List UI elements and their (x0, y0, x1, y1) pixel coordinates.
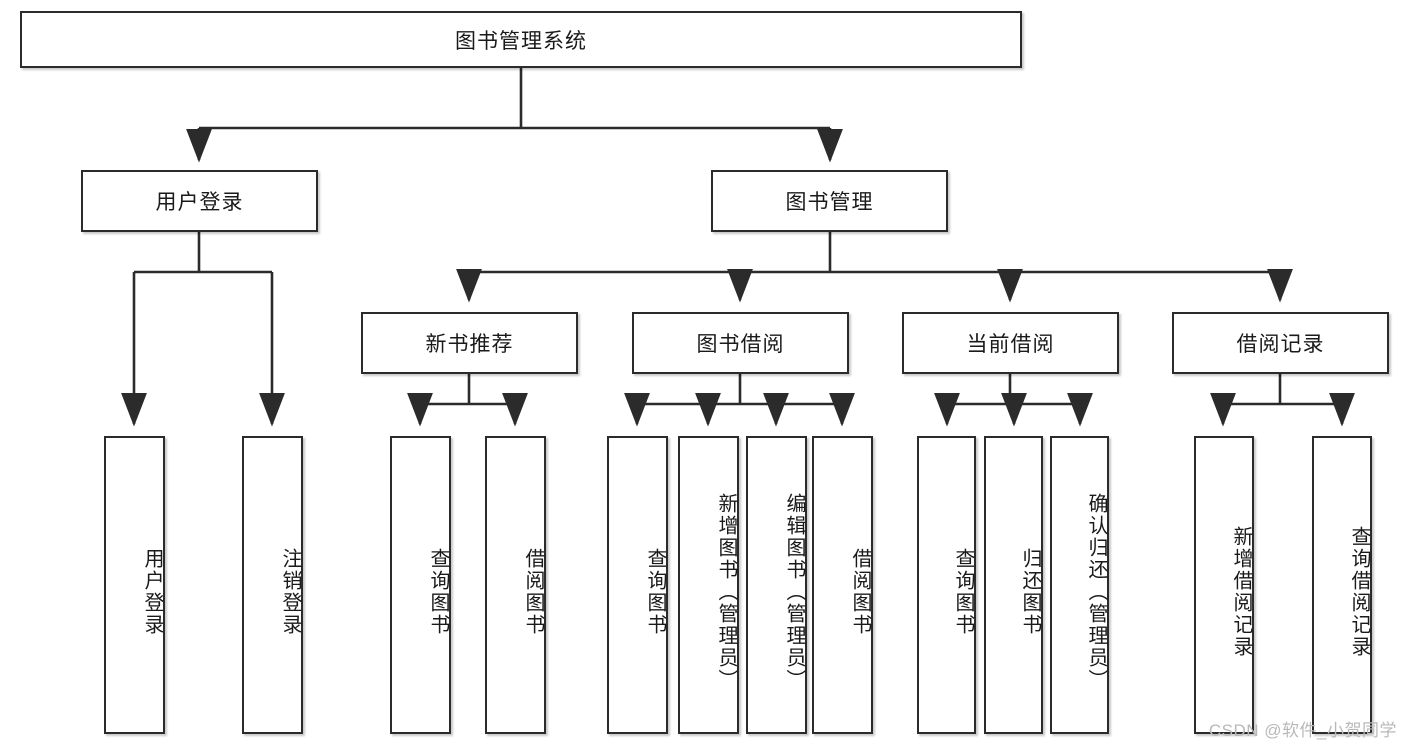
leaf-query-book-borrow-label: 查询图书 (644, 548, 666, 636)
leaf-borrow-book-rec[interactable]: 借阅图书 (485, 436, 546, 734)
leaf-edit-book-admin-label: 编辑图书（管理员） (783, 493, 805, 691)
node-current-borrow[interactable]: 当前借阅 (902, 312, 1119, 374)
leaf-logout-label: 注销登录 (279, 548, 301, 636)
leaf-confirm-return-admin[interactable]: 确认归还（管理员） (1050, 436, 1109, 734)
leaf-user-login[interactable]: 用户登录 (104, 436, 165, 734)
leaf-logout[interactable]: 注销登录 (242, 436, 303, 734)
leaf-query-book-rec-label: 查询图书 (427, 548, 449, 636)
node-current-borrow-label: 当前借阅 (966, 333, 1055, 356)
leaf-edit-book-admin[interactable]: 编辑图书（管理员） (746, 436, 807, 734)
leaf-query-book-current-label: 查询图书 (952, 548, 974, 636)
leaf-borrow-book-label: 借阅图书 (849, 548, 871, 636)
leaf-add-borrow-record-label: 新增借阅记录 (1230, 526, 1252, 658)
node-new-book-recommend-label: 新书推荐 (425, 333, 514, 356)
leaf-query-book-rec[interactable]: 查询图书 (390, 436, 451, 734)
node-borrow-record-label: 借阅记录 (1236, 333, 1325, 356)
node-book-management[interactable]: 图书管理 (711, 170, 948, 232)
leaf-return-book[interactable]: 归还图书 (984, 436, 1043, 734)
leaf-query-book-current[interactable]: 查询图书 (917, 436, 976, 734)
leaf-add-book-admin[interactable]: 新增图书（管理员） (678, 436, 739, 734)
node-book-borrow[interactable]: 图书借阅 (632, 312, 849, 374)
leaf-return-book-label: 归还图书 (1019, 548, 1041, 636)
leaf-query-borrow-record-label: 查询借阅记录 (1348, 526, 1370, 658)
node-user-login[interactable]: 用户登录 (81, 170, 318, 232)
node-new-book-recommend[interactable]: 新书推荐 (361, 312, 578, 374)
leaf-add-borrow-record[interactable]: 新增借阅记录 (1194, 436, 1254, 734)
leaf-confirm-return-admin-label: 确认归还（管理员） (1085, 493, 1107, 691)
leaf-query-borrow-record[interactable]: 查询借阅记录 (1312, 436, 1372, 734)
leaf-query-book-borrow[interactable]: 查询图书 (607, 436, 668, 734)
leaf-add-book-admin-label: 新增图书（管理员） (715, 493, 737, 691)
node-book-borrow-label: 图书借阅 (696, 333, 785, 356)
node-root-label: 图书管理系统 (455, 29, 587, 53)
leaf-borrow-book-rec-label: 借阅图书 (522, 548, 544, 636)
node-user-login-label: 用户登录 (155, 191, 244, 214)
node-root[interactable]: 图书管理系统 (20, 11, 1022, 68)
watermark-text: CSDN @软件_小贺同学 (1208, 721, 1397, 740)
leaf-borrow-book[interactable]: 借阅图书 (812, 436, 873, 734)
node-borrow-record[interactable]: 借阅记录 (1172, 312, 1389, 374)
leaf-user-login-label: 用户登录 (141, 548, 163, 636)
node-book-management-label: 图书管理 (785, 191, 874, 214)
